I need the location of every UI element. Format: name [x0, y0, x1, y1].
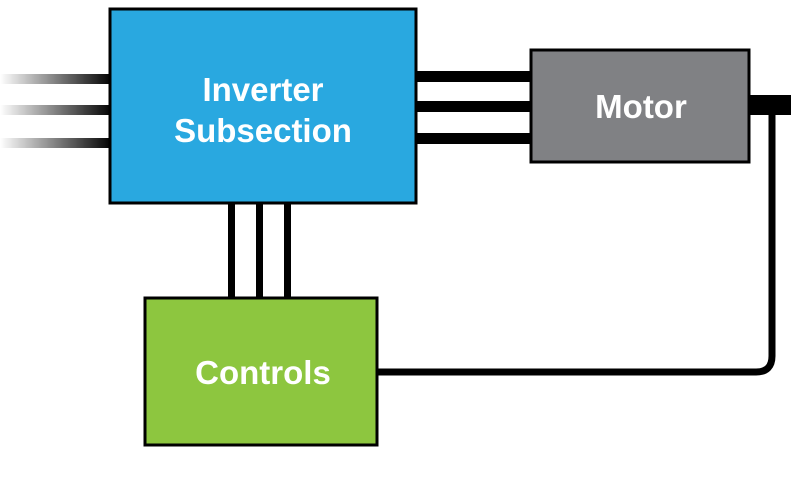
controls-label: Controls	[195, 354, 331, 391]
input-line-3	[0, 138, 112, 148]
inverter-label-line1: Inverter	[202, 71, 323, 108]
feedback-line	[376, 114, 776, 376]
phase-wire-1	[414, 71, 534, 82]
input-line-2	[0, 105, 112, 115]
motor-box	[529, 48, 751, 164]
control-wire-1	[228, 203, 235, 300]
input-lines	[0, 74, 112, 148]
motor-label: Motor	[595, 88, 687, 125]
inverter-controls-wires	[228, 203, 291, 300]
inverter-box	[108, 7, 418, 205]
input-line-1	[0, 74, 112, 84]
inverter-motor-wires	[414, 71, 534, 144]
phase-wire-3	[414, 133, 534, 144]
inverter-label-line2: Subsection	[174, 112, 352, 149]
control-wire-2	[256, 203, 263, 300]
controls-box	[143, 296, 379, 447]
inverter-subsection-block: Inverter Subsection	[108, 7, 418, 205]
phase-wire-2	[414, 101, 534, 112]
controls-block: Controls	[143, 296, 379, 447]
motor-output-bar	[749, 95, 791, 115]
motor-block: Motor	[529, 48, 751, 164]
control-wire-3	[284, 203, 291, 300]
